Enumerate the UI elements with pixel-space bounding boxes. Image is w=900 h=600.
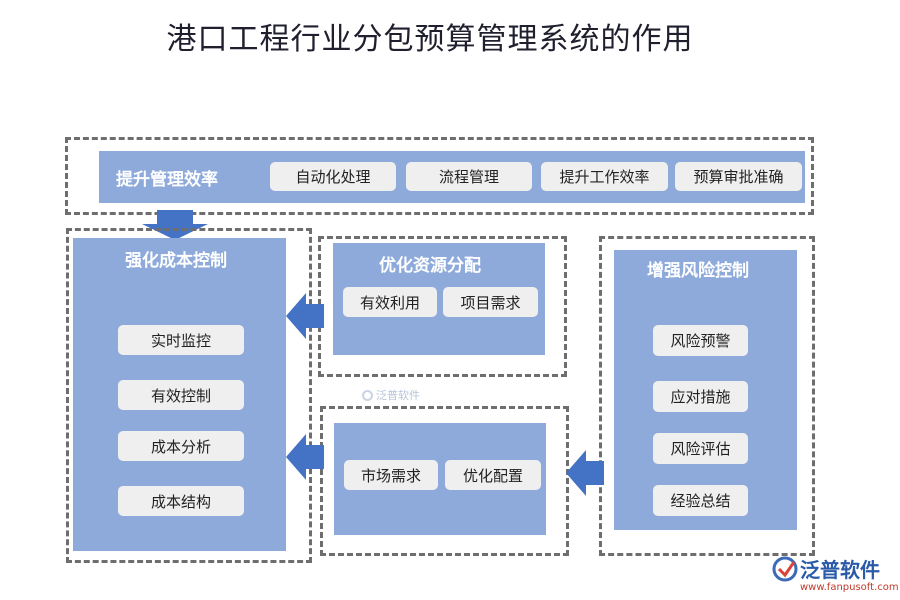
efficiency-panel: 提升管理效率 自动化处理 流程管理 提升工作效率 预算审批准确: [99, 151, 805, 203]
efficiency-item-approval: 预算审批准确: [675, 162, 802, 191]
cost-item-cost-analysis: 成本分析: [118, 431, 244, 461]
watermark-text: 泛普软件: [376, 389, 420, 402]
risk-panel: 增强风险控制 风险预警 应对措施 风险评估 经验总结: [614, 250, 797, 530]
cost-item-realtime-monitor: 实时监控: [118, 325, 244, 355]
risk-frame: [599, 236, 815, 556]
cost-control-panel: 强化成本控制 实时监控 有效控制 成本分析 成本结构: [73, 238, 286, 551]
cost-control-title: 强化成本控制: [125, 251, 227, 271]
risk-item-measures: 应对措施: [653, 381, 748, 412]
fanpu-logo: 泛普软件 www.fanpusoft.com: [770, 552, 899, 598]
down-arrow-icon: [142, 210, 208, 240]
risk-title: 增强风险控制: [647, 261, 749, 281]
resource-panel: 优化资源分配 有效利用 项目需求: [333, 243, 545, 355]
page-title: 港口工程行业分包预算管理系统的作用: [166, 22, 694, 57]
left-arrow-icon-upper: [286, 293, 324, 339]
left-arrow-icon-lower: [286, 434, 324, 480]
risk-item-warning: 风险预警: [653, 325, 748, 356]
market-item-optimize: 优化配置: [445, 460, 541, 490]
left-arrow-icon-right: [566, 450, 604, 496]
market-item-demand: 市场需求: [344, 460, 438, 490]
efficiency-title: 提升管理效率: [116, 170, 218, 190]
risk-item-summary: 经验总结: [653, 485, 748, 516]
watermark: 泛普软件: [362, 387, 420, 403]
efficiency-item-process: 流程管理: [406, 162, 532, 191]
risk-item-assessment: 风险评估: [653, 433, 748, 464]
market-frame: [320, 406, 569, 556]
logo-mark-icon: [772, 556, 798, 582]
cost-control-frame: [66, 228, 312, 563]
efficiency-item-work-efficiency: 提升工作效率: [541, 162, 668, 191]
resource-item-project-demand: 项目需求: [443, 287, 538, 317]
logo-brand-text: 泛普软件: [800, 558, 880, 582]
efficiency-frame: [65, 137, 814, 215]
efficiency-item-automation: 自动化处理: [270, 162, 396, 191]
market-panel: 市场需求 优化配置: [334, 423, 546, 535]
logo-url-text: www.fanpusoft.com: [800, 582, 899, 593]
cost-item-cost-structure: 成本结构: [118, 486, 244, 516]
watermark-logo-icon: [362, 390, 373, 401]
resource-item-effective-use: 有效利用: [343, 287, 437, 317]
resource-title: 优化资源分配: [379, 256, 481, 276]
cost-item-effective-control: 有效控制: [118, 380, 244, 410]
